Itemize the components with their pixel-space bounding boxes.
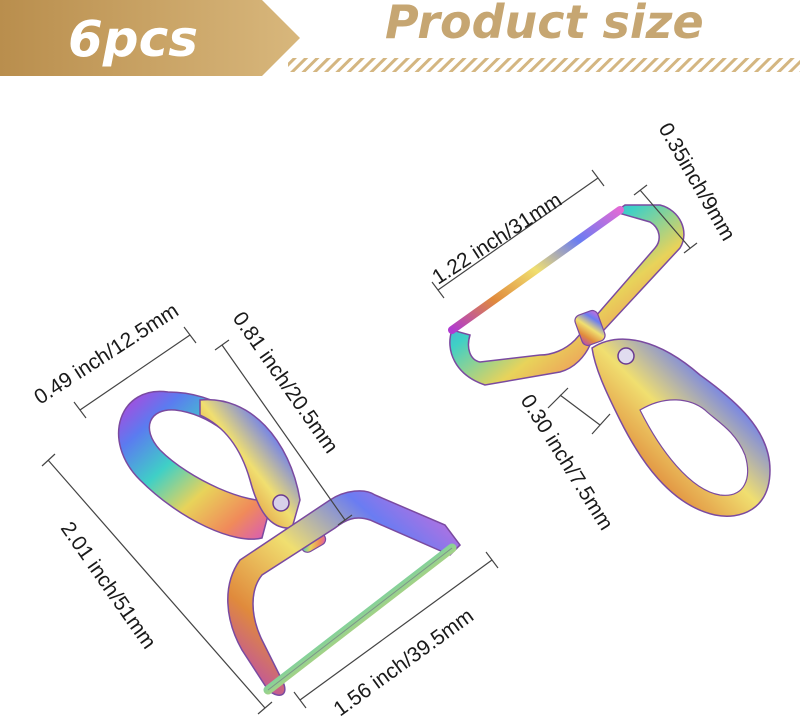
right-hook-opening-label: 0.30 inch/7.5mm [516,390,618,534]
count-badge [0,0,300,76]
right-dimension-lines [431,169,698,435]
right-snap-hook-image [448,204,771,517]
left-dimension-lines [41,326,499,715]
left-total-length-label: 2.01 inch/51mm [56,518,161,654]
header-banner: 6pcs Product size [0,0,800,76]
title-label: Product size [385,0,704,49]
left-snap-hook-image [117,390,461,696]
count-label: 6pcs [68,10,198,68]
stripe-band [288,58,800,72]
right-ring-width-label: 1.22 inch/31mm [428,189,566,290]
